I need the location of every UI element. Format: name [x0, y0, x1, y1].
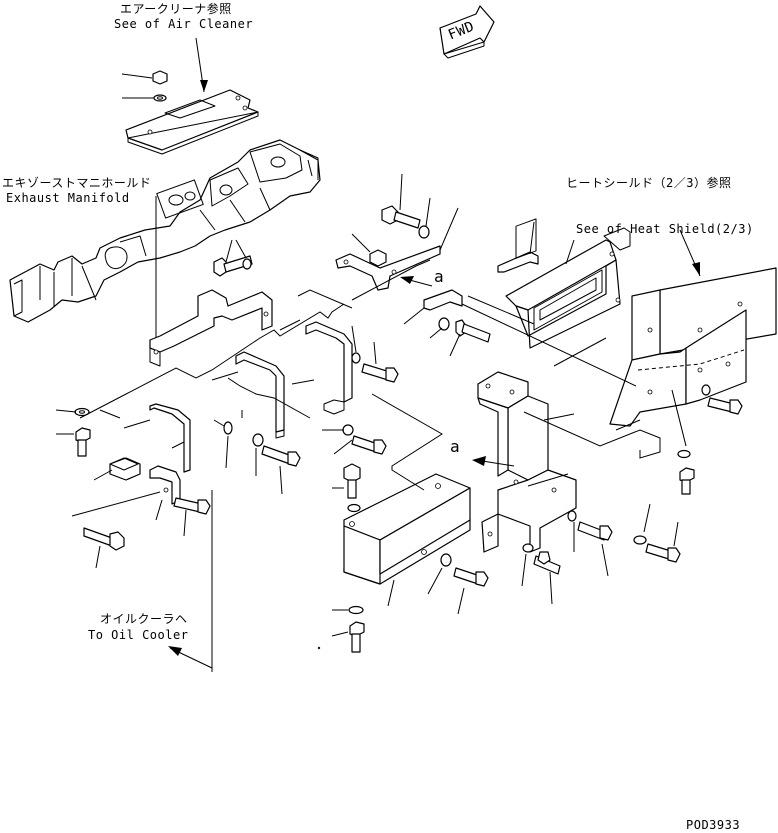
bolt: [349, 621, 365, 653]
washer: [567, 510, 577, 522]
washer: [438, 317, 450, 331]
oil-cooler-label-jp: オイルクーラヘ: [100, 612, 188, 626]
bolt: [453, 567, 489, 587]
bracket-left-3: [305, 321, 353, 415]
nut: [152, 70, 168, 85]
manifold-bracket: [149, 289, 273, 367]
exhaust-manifold-label-jp: エキゾーストマニホールド: [2, 176, 152, 190]
oil-cooler-label-en: To Oil Cooler: [88, 628, 189, 642]
top-mounting-bracket: [335, 245, 441, 291]
washer: [418, 225, 430, 239]
reference-mark-a: a: [434, 267, 445, 286]
fwd-arrow-icon: [439, 5, 495, 59]
bolt: [455, 319, 491, 343]
washer: [252, 433, 264, 447]
washer: [347, 503, 361, 513]
bolt: [75, 427, 91, 457]
heat-shield-panel: [609, 267, 777, 427]
washer: [351, 352, 361, 364]
support-stand: [477, 218, 577, 553]
heat-shield-label-jp: ヒートシールド（2／3）参照: [566, 176, 732, 190]
bolt: [351, 435, 387, 455]
washer: [348, 605, 364, 615]
small-clip: [497, 251, 539, 273]
washer: [677, 449, 691, 459]
washer: [153, 94, 167, 102]
washer: [701, 384, 711, 396]
angle-bracket: [481, 513, 499, 553]
exhaust-manifold: [9, 139, 321, 323]
washer: [522, 543, 534, 553]
bracket-left-2: [235, 351, 285, 439]
reference-mark-a: a: [450, 437, 461, 456]
heat-shield-label-en: See of Heat Shield(2/3): [576, 222, 754, 236]
exhaust-manifold-label-en: Exhaust Manifold: [6, 191, 130, 205]
bolt: [645, 543, 681, 563]
heat-shield-mounting-plate: [505, 227, 631, 349]
bracket-left-1: [149, 403, 191, 473]
bolt: [343, 463, 361, 499]
bolt: [679, 467, 695, 495]
air-cleaner-label-jp: エアークリーナ参照: [120, 2, 232, 16]
bolt: [577, 521, 613, 541]
bolt: [533, 551, 561, 575]
nut: [369, 249, 387, 267]
washer: [223, 421, 233, 435]
bolt: [261, 445, 301, 467]
air-cleaner-label-en: See of Air Cleaner: [114, 17, 254, 31]
bolt: [707, 397, 743, 415]
washer: [633, 535, 647, 545]
drawing-number: POD3933: [686, 818, 741, 832]
washer: [440, 553, 452, 567]
air-cleaner-bracket: [125, 89, 259, 155]
bolt: [83, 527, 125, 551]
washer: [342, 424, 354, 436]
bolt: [361, 363, 399, 383]
bolt: [381, 205, 421, 229]
small-bracket: [423, 289, 463, 311]
cross-member: [343, 473, 471, 585]
bolt: [173, 497, 211, 515]
spacer-block: [109, 457, 141, 481]
washer: [242, 258, 252, 270]
